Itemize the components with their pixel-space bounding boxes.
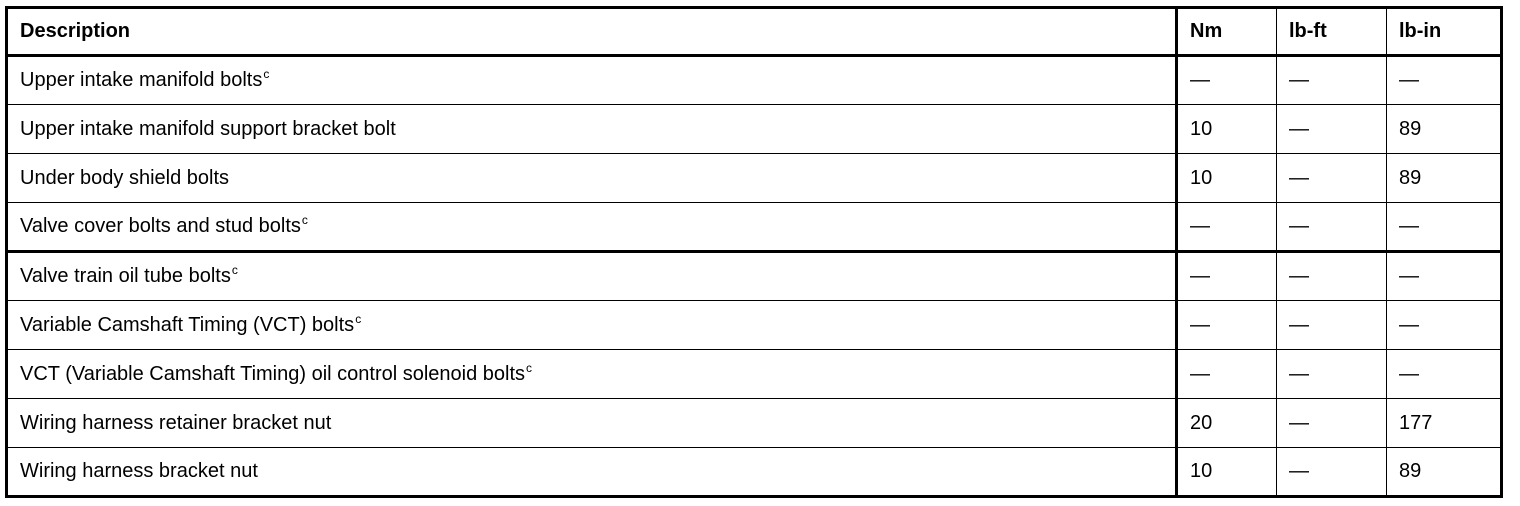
cell-description: Under body shield bolts	[6, 153, 1178, 203]
cell-lb-ft-value: —	[1289, 69, 1309, 91]
cell-lb-in: —	[1386, 202, 1502, 253]
cell-lb-in-value: —	[1399, 313, 1419, 336]
cell-nm: 10	[1176, 447, 1277, 497]
cell-nm: —	[1176, 55, 1277, 105]
cell-lb-ft: —	[1276, 300, 1387, 350]
description-text: Variable Camshaft Timing (VCT) bolts	[20, 313, 355, 336]
description-text: Valve train oil tube bolts	[20, 265, 231, 287]
cell-lb-in: 89	[1386, 104, 1502, 154]
cell-lb-ft-value: —	[1289, 411, 1309, 434]
torque-specification-table: Description Nm lb-ft lb-in Upper intake …	[5, 6, 1503, 498]
column-header-lb-ft: lb-ft	[1276, 7, 1387, 57]
table-row: Upper intake manifold support bracket bo…	[6, 104, 1502, 154]
cell-lb-ft: —	[1276, 153, 1387, 203]
cell-nm-value: —	[1190, 69, 1210, 91]
footnote-marker: c	[301, 213, 308, 228]
description-text: Upper intake manifold bolts	[20, 69, 263, 91]
cell-nm-value: —	[1190, 362, 1210, 385]
cell-lb-ft: —	[1276, 251, 1387, 301]
cell-lb-ft: —	[1276, 104, 1387, 154]
footnote-marker: c	[355, 311, 362, 326]
cell-description: Valve train oil tube boltsc	[6, 251, 1178, 301]
table-row: Under body shield bolts 10 — 89	[6, 153, 1502, 203]
description-text: VCT (Variable Camshaft Timing) oil contr…	[20, 362, 526, 385]
cell-nm-value: 10	[1190, 166, 1213, 189]
column-header-nm: Nm	[1176, 7, 1277, 57]
cell-lb-in: 177	[1386, 398, 1502, 448]
cell-description: Valve cover bolts and stud boltsc	[6, 202, 1178, 253]
cell-lb-ft: —	[1276, 55, 1387, 105]
cell-lb-ft-value: —	[1289, 460, 1309, 482]
cell-description: Upper intake manifold support bracket bo…	[6, 104, 1178, 154]
cell-lb-ft: —	[1276, 398, 1387, 448]
cell-lb-ft-value: —	[1289, 313, 1309, 336]
footnote-marker: c	[526, 360, 533, 375]
cell-description: Upper intake manifold boltsc	[6, 55, 1178, 105]
cell-lb-ft-value: —	[1289, 166, 1309, 189]
cell-nm: —	[1176, 349, 1277, 399]
cell-nm-value: —	[1190, 215, 1210, 237]
cell-lb-ft-value: —	[1289, 362, 1309, 385]
table-row: VCT (Variable Camshaft Timing) oil contr…	[6, 349, 1502, 399]
cell-nm-value: 10	[1190, 117, 1213, 140]
cell-nm: —	[1176, 251, 1277, 301]
cell-lb-in: —	[1386, 251, 1502, 301]
cell-description: Variable Camshaft Timing (VCT) boltsc	[6, 300, 1178, 350]
footnote-marker: c	[231, 263, 238, 278]
description-text: Under body shield bolts	[20, 166, 230, 189]
cell-lb-in: —	[1386, 300, 1502, 350]
cell-lb-in-value: 89	[1399, 460, 1422, 482]
cell-lb-ft-value: —	[1289, 265, 1309, 287]
description-text: Wiring harness bracket nut	[20, 460, 258, 482]
cell-lb-ft: —	[1276, 349, 1387, 399]
cell-lb-in: 89	[1386, 447, 1502, 497]
table-header-row: Description Nm lb-ft lb-in	[6, 7, 1502, 57]
cell-lb-ft-value: —	[1289, 215, 1309, 237]
cell-nm: 20	[1176, 398, 1277, 448]
cell-nm-value: —	[1190, 313, 1210, 336]
table-header: Description Nm lb-ft lb-in	[6, 7, 1502, 57]
cell-lb-in-value: —	[1399, 362, 1419, 385]
table-row: Wiring harness bracket nut 10 — 89	[6, 447, 1502, 497]
cell-lb-in-value: —	[1399, 265, 1419, 287]
cell-nm-value: 20	[1190, 411, 1213, 434]
cell-nm: 10	[1176, 104, 1277, 154]
cell-nm-value: 10	[1190, 460, 1213, 482]
cell-description: Wiring harness bracket nut	[6, 447, 1178, 497]
description-text: Wiring harness retainer bracket nut	[20, 411, 332, 434]
cell-description: Wiring harness retainer bracket nut	[6, 398, 1178, 448]
cell-description: VCT (Variable Camshaft Timing) oil contr…	[6, 349, 1178, 399]
table-row: Valve train oil tube boltsc — — —	[6, 251, 1502, 301]
table-row: Wiring harness retainer bracket nut 20 — 17…	[6, 398, 1502, 448]
cell-lb-ft: —	[1276, 447, 1387, 497]
cell-lb-in-value: —	[1399, 69, 1419, 91]
cell-lb-ft: —	[1276, 202, 1387, 253]
description-text: Upper intake manifold support bracket bo…	[20, 117, 396, 140]
cell-nm: —	[1176, 300, 1277, 350]
cell-nm: —	[1176, 202, 1277, 253]
table-body: Upper intake manifold boltsc———Upper int…	[6, 55, 1502, 497]
cell-lb-in: 89	[1386, 153, 1502, 203]
cell-nm: 10	[1176, 153, 1277, 203]
column-header-lb-in: lb-in	[1386, 7, 1502, 57]
table-row: Valve cover bolts and stud boltsc — — —	[6, 202, 1502, 253]
table-row: Upper intake manifold boltsc — — —	[6, 55, 1502, 105]
cell-nm-value: —	[1190, 265, 1210, 287]
cell-lb-in: —	[1386, 55, 1502, 105]
cell-lb-in-value: 89	[1399, 166, 1422, 189]
column-header-description: Description	[6, 7, 1178, 57]
cell-lb-in-value: 89	[1399, 117, 1422, 140]
table-row: Variable Camshaft Timing (VCT) boltsc — — —	[6, 300, 1502, 350]
cell-lb-in-value: —	[1399, 215, 1419, 237]
cell-lb-in-value: 177	[1399, 411, 1433, 434]
cell-lb-in: —	[1386, 349, 1502, 399]
cell-lb-ft-value: —	[1289, 117, 1309, 140]
footnote-marker: c	[263, 67, 270, 82]
description-text: Valve cover bolts and stud bolts	[20, 215, 301, 237]
